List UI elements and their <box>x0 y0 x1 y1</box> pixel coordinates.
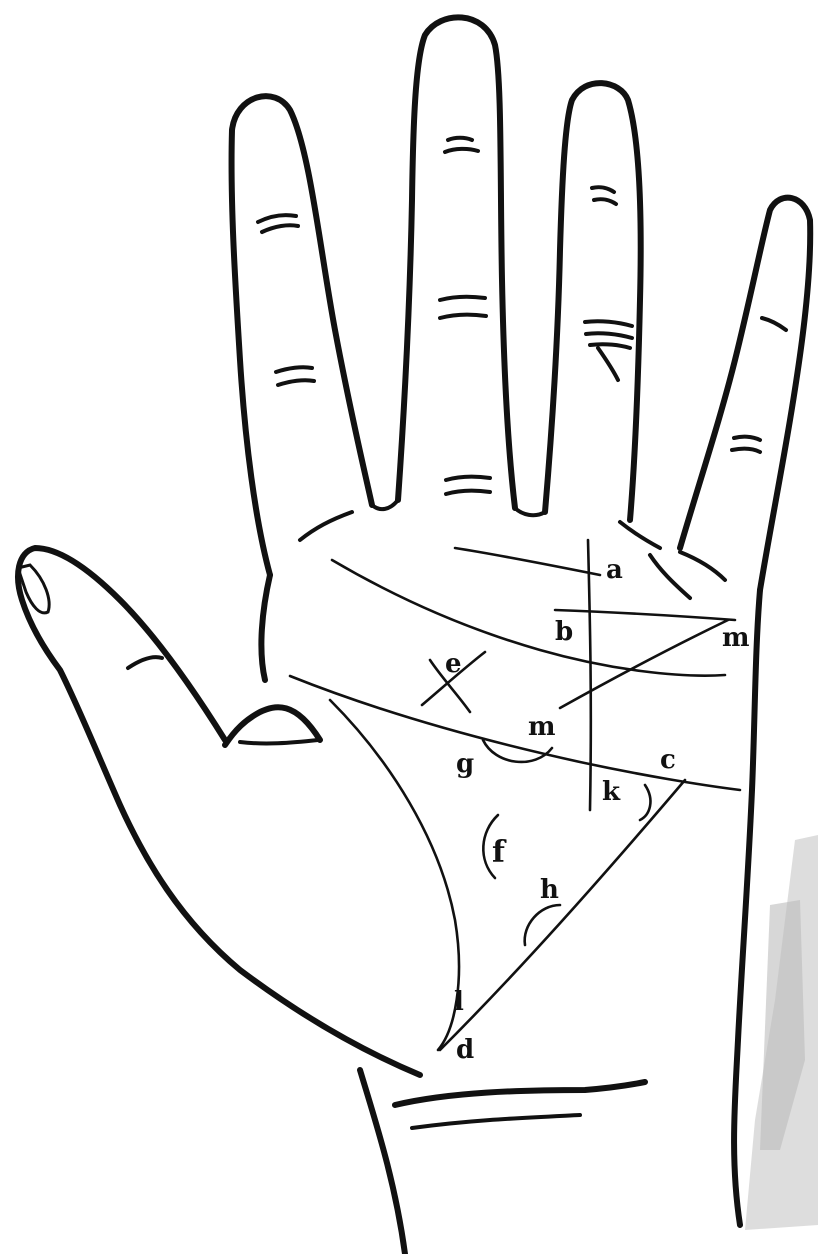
label-m-lower: m <box>528 712 556 742</box>
index-finger-outline <box>232 96 372 575</box>
palm-left-edge <box>261 575 270 680</box>
line-life <box>330 700 459 1050</box>
wrist-crease-top <box>395 1082 645 1105</box>
label-h: h <box>540 875 559 905</box>
label-f: f <box>492 835 507 870</box>
label-k: k <box>602 777 621 807</box>
palm-lines <box>290 540 740 1050</box>
line-b <box>555 610 735 620</box>
scan-shading <box>745 835 818 1230</box>
middle-finger-outline <box>398 17 515 508</box>
label-g: g <box>456 749 474 779</box>
line-m <box>560 620 728 708</box>
label-a: a <box>606 555 623 585</box>
finger-creases <box>258 138 786 494</box>
label-c: c <box>660 745 676 775</box>
line-fate <box>588 540 591 810</box>
web-crease-5 <box>680 552 725 580</box>
thumb-outline <box>18 548 420 1075</box>
ring-finger-outline <box>545 83 641 520</box>
label-m-upper: m <box>722 623 750 653</box>
web-crease-2 <box>372 500 398 509</box>
line-a <box>455 548 600 575</box>
thumb-web-crease <box>240 740 318 743</box>
wrist-left <box>360 1070 405 1254</box>
label-b: b <box>555 617 573 647</box>
little-finger-outline <box>680 198 810 590</box>
arc-g <box>483 740 552 762</box>
line-d <box>440 780 685 1050</box>
web-crease-4 <box>620 522 660 548</box>
web-crease-3 <box>515 508 545 515</box>
hand-outline <box>18 17 810 1254</box>
arc-k <box>640 785 650 820</box>
label-l: l <box>454 987 464 1017</box>
arc-h <box>525 905 560 945</box>
web-crease-6 <box>650 555 690 598</box>
thumb-crease <box>128 657 162 668</box>
wrist-crease-2 <box>412 1115 580 1128</box>
label-d: d <box>456 1035 474 1065</box>
web-crease-1 <box>300 512 352 540</box>
label-e: e <box>445 649 462 679</box>
